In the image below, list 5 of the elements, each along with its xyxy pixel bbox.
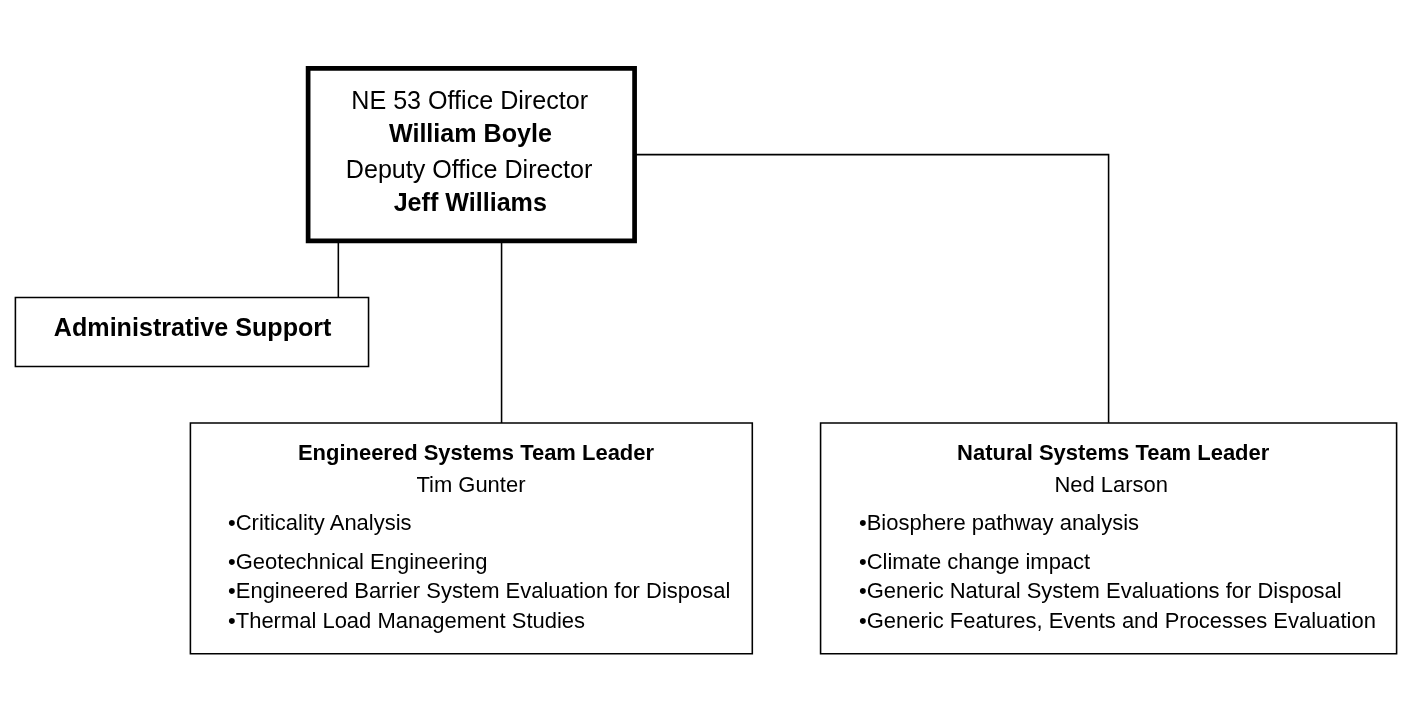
node-box: NE 53 Office Director William Boyle Deputy Office Director Jeff Williams (305, 65, 637, 243)
node-box: Natural Systems Team Leader Ned Larson •Biosphere pathway analysis •Climate change impact •Generic Natural System Evaluations for Disposal •Generic Features, Events and Processes Evaluation (819, 421, 1398, 654)
node-box: Engineered Systems Team Leader Tim Gunter •Criticality Analysis •Geotechnical Engineering •Engineered Barrier System Evaluation for Disposal •Thermal Load Management Studies (189, 421, 754, 654)
node-box: Administrative Support (14, 296, 370, 367)
connector (633, 153, 1110, 423)
